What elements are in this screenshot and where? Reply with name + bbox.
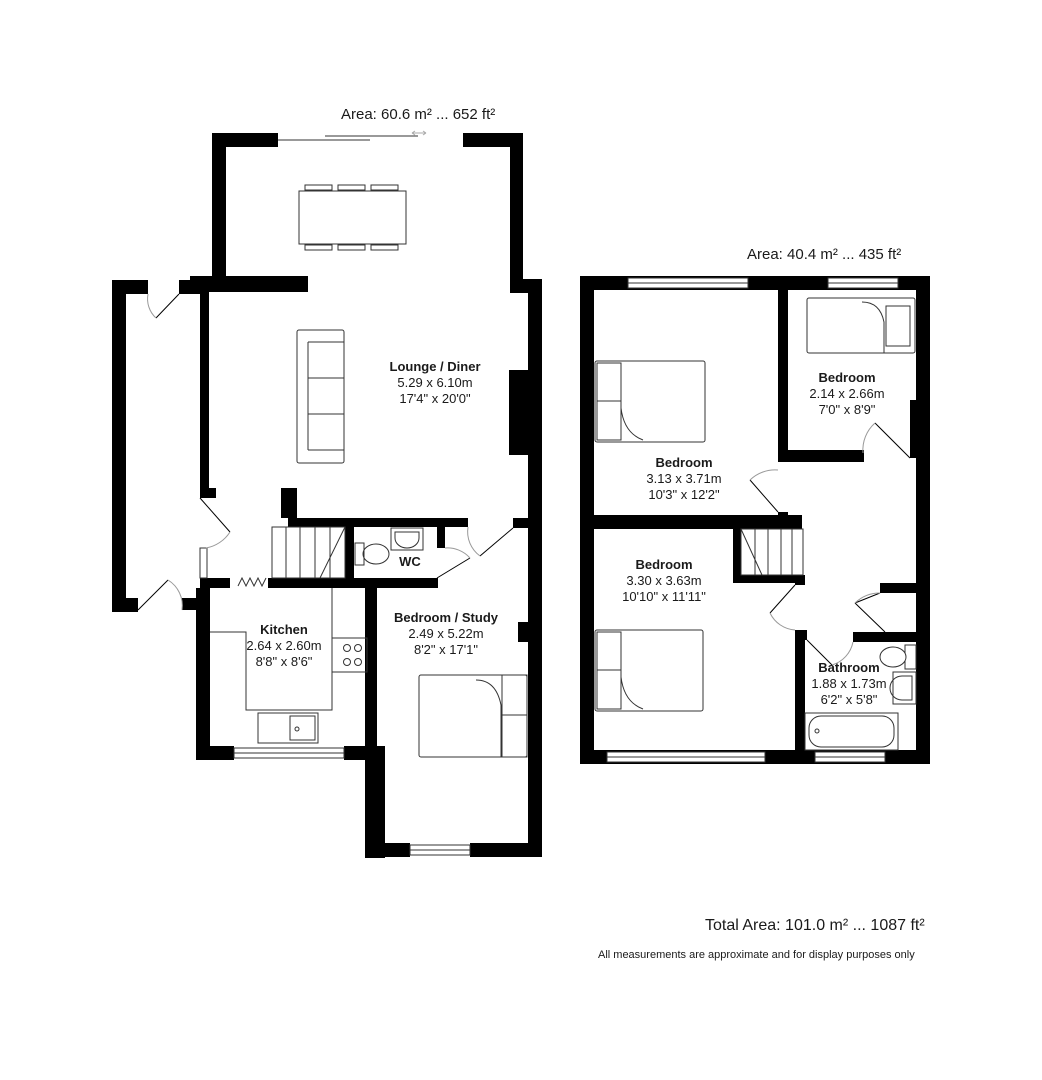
room-label-lounge-diner: Lounge / Diner 5.29 x 6.10m 17'4" x 20'0… xyxy=(390,359,481,407)
room-label-bedroom-front: Bedroom 3.13 x 3.71m 10'3" x 12'2" xyxy=(646,455,721,503)
room-name: Bedroom xyxy=(655,455,713,470)
room-metric: 3.13 x 3.71m xyxy=(646,471,722,486)
first-floor-doors xyxy=(749,422,911,666)
room-name: Lounge / Diner xyxy=(389,359,481,374)
room-label-bedroom-study: Bedroom / Study 2.49 x 5.22m 8'2" x 17'1… xyxy=(394,610,498,658)
room-imperial: 6'2" x 5'8" xyxy=(820,692,878,707)
room-name: Bathroom xyxy=(818,660,880,675)
room-label-wc: WC xyxy=(399,554,421,570)
room-imperial: 10'10" x 11'11" xyxy=(622,589,706,604)
room-name: Bedroom xyxy=(818,370,876,385)
disclaimer-text: All measurements are approximate and for… xyxy=(598,949,915,961)
ground-floor-doors xyxy=(137,130,514,611)
ground-floor-area-label: Area: 60.6 m² ... 652 ft² xyxy=(341,106,496,123)
room-metric: 1.88 x 1.73m xyxy=(811,676,887,691)
room-label-bedroom-small: Bedroom 2.14 x 2.66m 7'0" x 8'9" xyxy=(809,370,884,418)
room-name: Kitchen xyxy=(260,622,308,637)
ground-floor-fixtures xyxy=(199,135,528,856)
room-metric: 2.14 x 2.66m xyxy=(809,386,885,401)
room-label-bathroom: Bathroom 1.88 x 1.73m 6'2" x 5'8" xyxy=(811,660,886,708)
room-metric: 5.29 x 6.10m xyxy=(397,375,473,390)
room-metric: 2.49 x 5.22m xyxy=(408,626,484,641)
room-imperial: 17'4" x 20'0" xyxy=(399,391,471,406)
total-area-label: Total Area: 101.0 m² ... 1087 ft² xyxy=(705,917,925,934)
room-metric: 2.64 x 2.60m xyxy=(246,638,322,653)
room-label-kitchen: Kitchen 2.64 x 2.60m 8'8" x 8'6" xyxy=(246,622,321,670)
first-floor-area-label: Area: 40.4 m² ... 435 ft² xyxy=(747,246,902,263)
room-imperial: 7'0" x 8'9" xyxy=(818,402,876,417)
room-metric: 3.30 x 3.63m xyxy=(626,573,702,588)
room-name: Bedroom / Study xyxy=(393,610,499,625)
room-imperial: 8'2" x 17'1" xyxy=(413,642,479,657)
room-imperial: 10'3" x 12'2" xyxy=(648,487,720,502)
room-name: WC xyxy=(399,554,421,569)
room-imperial: 8'8" x 8'6" xyxy=(255,654,313,669)
room-label-bedroom-rear: Bedroom 3.30 x 3.63m 10'10" x 11'11" xyxy=(622,557,706,605)
first-floor-fixtures xyxy=(594,277,917,763)
room-name: Bedroom xyxy=(635,557,693,572)
ground-floor-walls xyxy=(112,133,542,858)
